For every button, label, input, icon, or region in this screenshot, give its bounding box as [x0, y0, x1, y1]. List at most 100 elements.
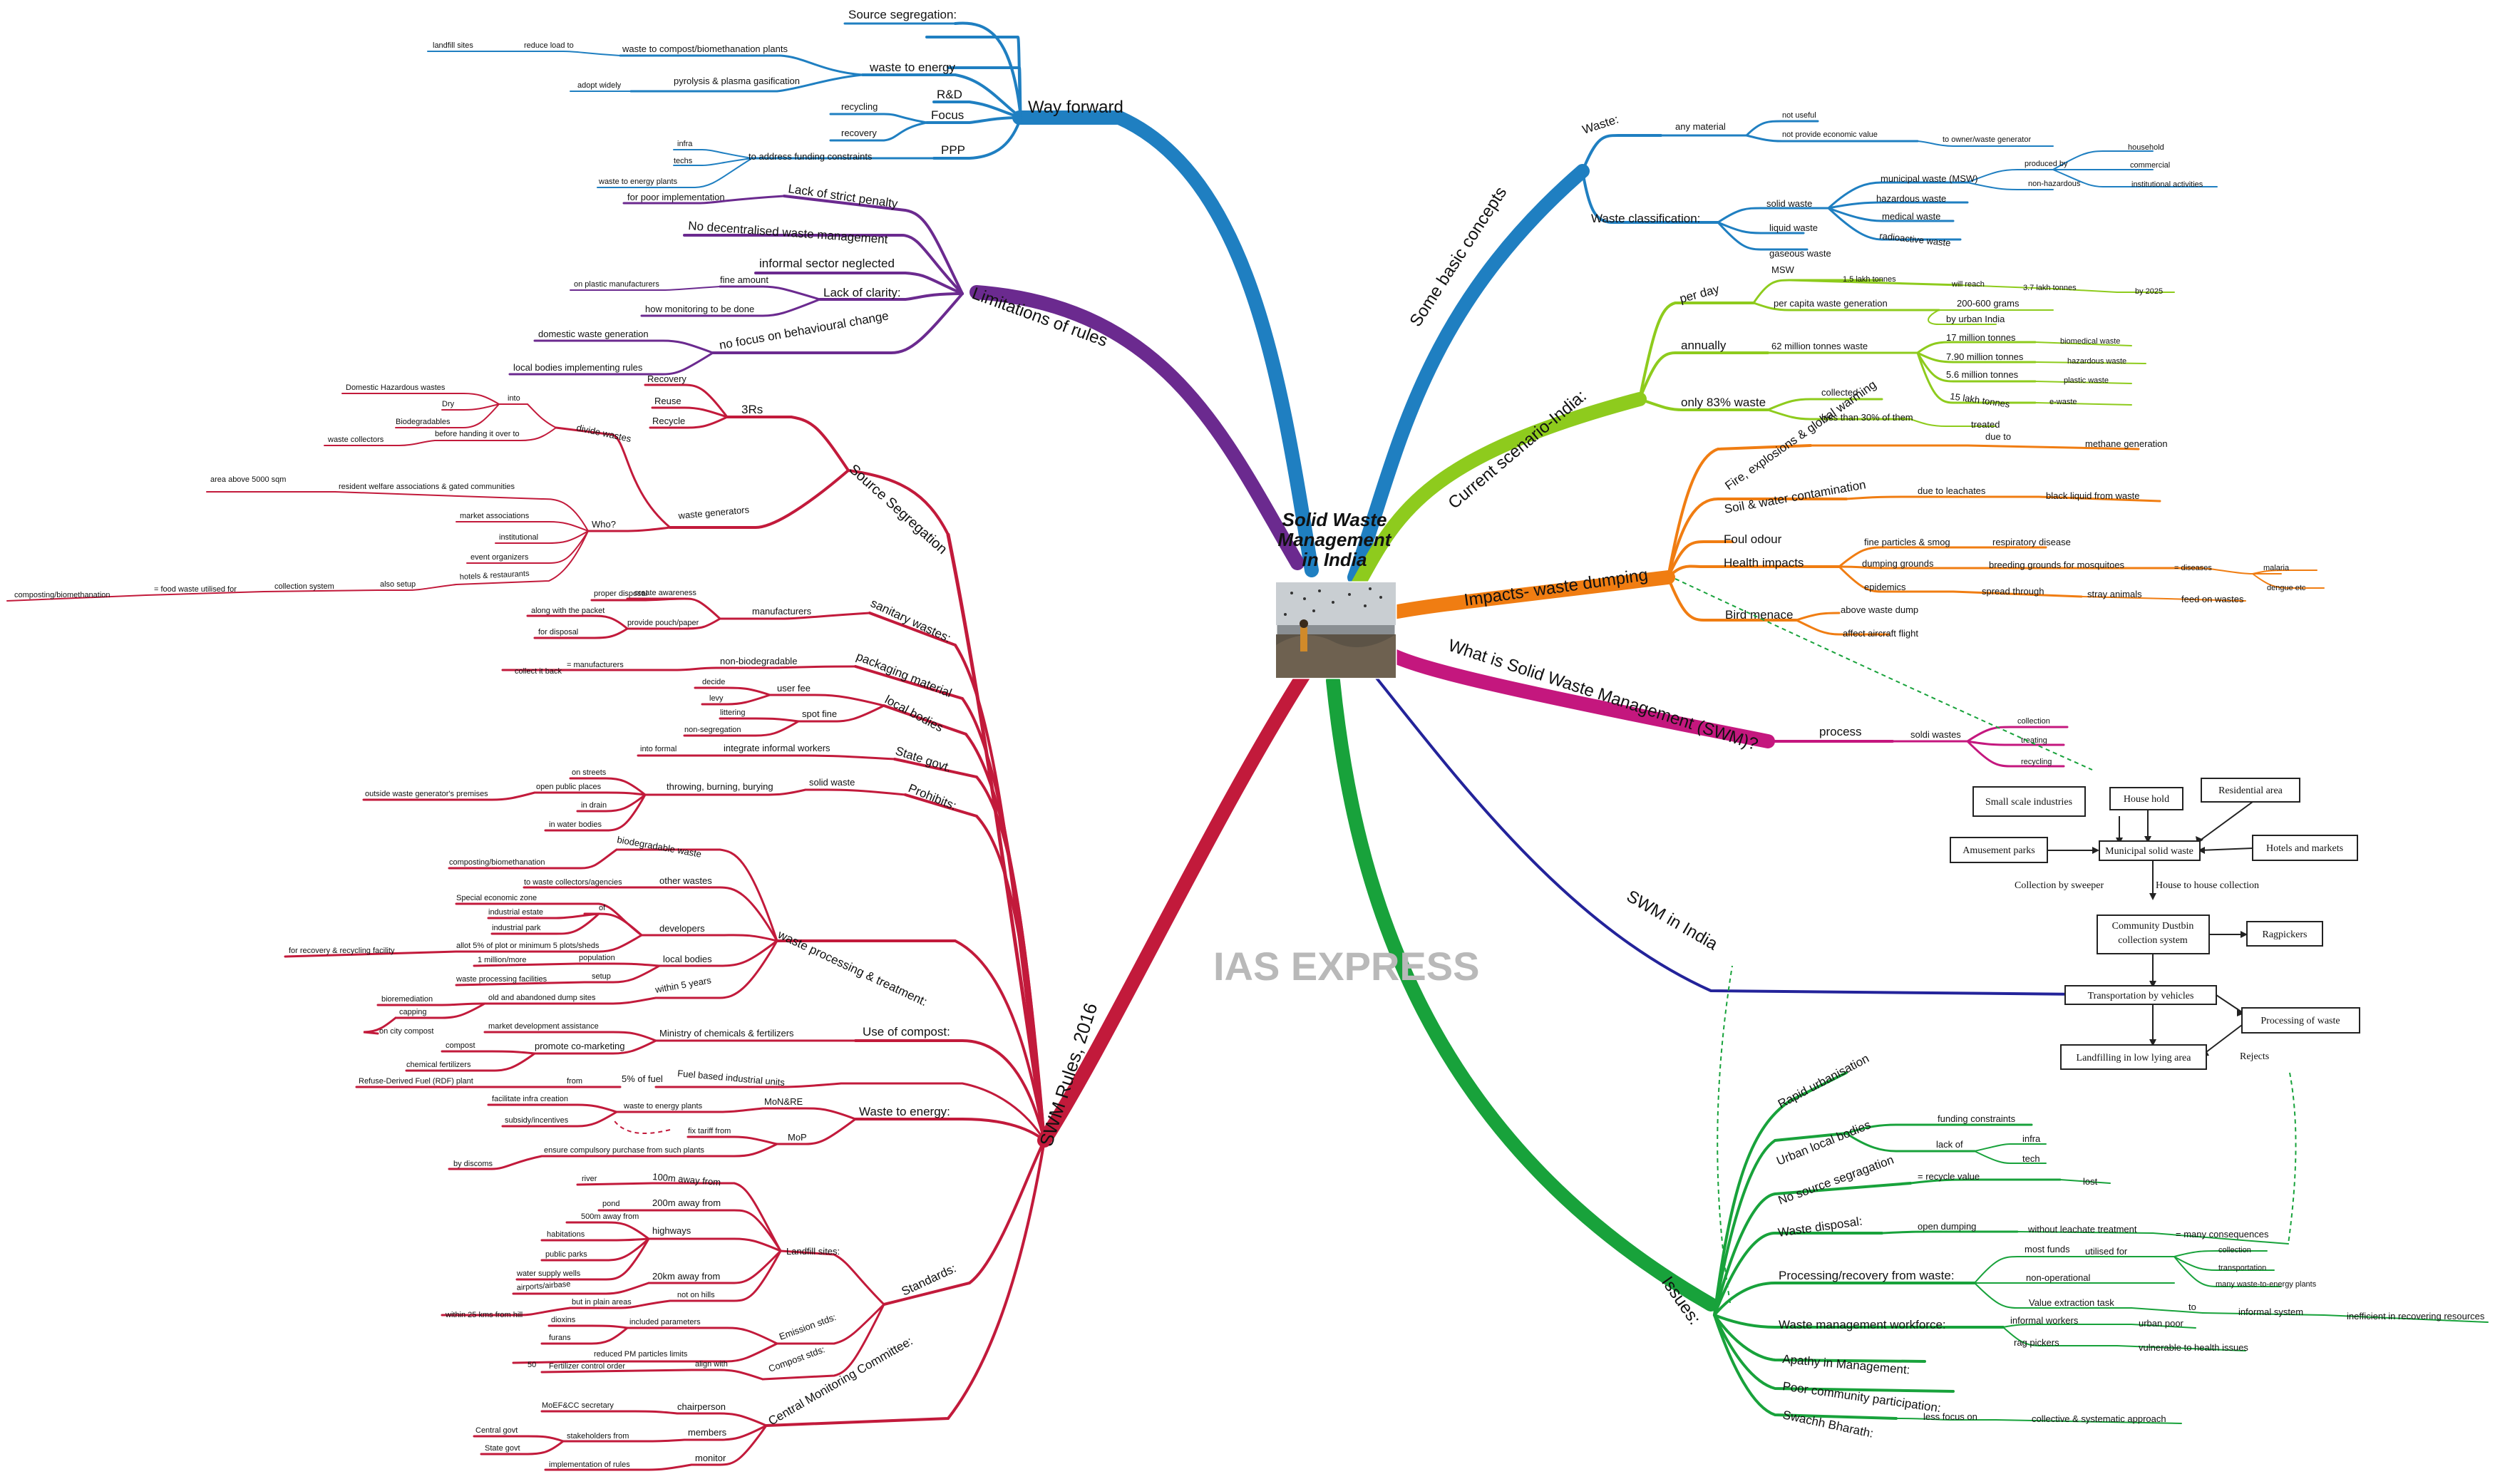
source-seg-item-20: collection system	[274, 582, 334, 591]
issues-item-11: without leachate treatment	[2027, 1224, 2137, 1235]
swm-rules-item-51: Use of compost:	[863, 1025, 950, 1039]
swm-rules-item-3: proper disposal	[594, 589, 647, 598]
branch-line	[2323, 1314, 2489, 1323]
branch-line	[647, 1237, 782, 1252]
scenario-item-3: will reach	[1951, 280, 1985, 289]
branch-line	[1795, 619, 1890, 636]
swm-rules-item-61: Waste to energy:	[859, 1105, 950, 1118]
impacts-item-7: Health impacts	[1724, 556, 1804, 570]
branch-line	[829, 113, 928, 124]
swm-rules-item-55: compost	[446, 1041, 475, 1050]
branch-line	[1667, 565, 1841, 579]
source-seg-item-10: waste collectors	[327, 436, 384, 444]
branch-line	[512, 1282, 650, 1295]
branch-line	[2152, 1232, 2289, 1245]
swm-rules-item-39: allot 5% of plot or minimum 5 plots/shed…	[456, 942, 600, 950]
issues-item-29: Apathy in Management:	[1782, 1352, 1911, 1377]
branch-line	[1895, 1418, 1997, 1421]
branch-line	[644, 383, 729, 418]
branch-line	[683, 720, 800, 737]
issues-item-20: Value extraction task	[2029, 1297, 2114, 1308]
what-is-item-1: soldi wastes	[1910, 729, 1961, 740]
swm-rules-item-8: non-biodegradable	[720, 656, 797, 666]
branch-line	[498, 403, 557, 428]
swm-rules-item-81: 20km away from	[652, 1271, 720, 1282]
branch-line	[495, 530, 589, 544]
branch-line	[694, 686, 771, 696]
branch-line	[590, 1342, 778, 1363]
issues-item-15: utilised for	[2085, 1246, 2128, 1257]
branch-line	[569, 777, 647, 796]
impacts-main-branch	[1383, 570, 1675, 620]
source-seg-item-21: = food waste utilised for	[154, 585, 237, 594]
branch-line	[455, 934, 643, 953]
branch-line	[1909, 1178, 2062, 1185]
branch-line	[434, 427, 557, 441]
swm-rules-item-6: for disposal	[538, 628, 578, 637]
branch-line	[2052, 150, 2154, 170]
branch-line	[932, 101, 1022, 119]
branch-line	[341, 393, 500, 405]
branch-line	[515, 1237, 650, 1281]
branch-line	[1952, 590, 2083, 598]
swm-rules-item-9: = manufacturers	[567, 661, 624, 669]
branch-line	[1910, 418, 1997, 427]
branch-line	[861, 73, 1022, 119]
branch-line	[651, 1209, 782, 1252]
swm-rules-item-66: MoP	[788, 1132, 807, 1143]
branch-line	[1845, 495, 2040, 500]
branch-line	[587, 526, 672, 532]
way-forward-item-0: Source segregation:	[848, 8, 957, 21]
branch-line	[1827, 207, 1962, 241]
branch-line	[395, 403, 500, 428]
way-forward-item-8: Focus	[931, 108, 964, 122]
branch-line	[2037, 495, 2161, 503]
branch-line	[1838, 565, 1955, 593]
branch-line	[1667, 444, 1812, 579]
branch-line	[2166, 598, 2246, 602]
branch-line	[2059, 1179, 2111, 1184]
limitations-item-4: Lack of clarity:	[823, 286, 901, 299]
issues-item-21: to	[2188, 1302, 2196, 1312]
swm-rules-item-17: non-segregation	[684, 726, 741, 734]
branch-line	[1974, 1256, 2061, 1284]
branch-line	[626, 597, 721, 620]
branch-line	[658, 939, 778, 967]
swm-rules-item-40: for recovery & recycling facility	[289, 947, 395, 955]
swm-rules-item-71: Landfill sites:	[786, 1246, 840, 1257]
limitations-item-0: Lack of strict penalty	[787, 182, 899, 210]
flow-landfilling: Landfilling in low lying area	[2077, 1053, 2192, 1063]
swm-rules-item-63: waste to energy plants	[623, 1102, 703, 1111]
branch-line	[533, 339, 714, 354]
swm-rules-item-22: solid waste	[809, 777, 855, 788]
branch-line	[405, 1052, 536, 1072]
swm-rules-item-2: create awareness	[634, 589, 696, 597]
swm-india-branch-title: SWM in India	[1623, 887, 1722, 954]
basic-item-4: to owner/waste generator	[1943, 135, 2031, 144]
branch-line	[263, 589, 379, 592]
branch-line	[2174, 1256, 2282, 1287]
swm-rules-item-19: integrate informal workers	[724, 743, 830, 753]
swm-rules-item-0: sanitary wastes:	[868, 596, 953, 645]
swm-rules-item-69: by discoms	[453, 1160, 493, 1168]
flow-transportation: Transportation by vehicles	[2088, 991, 2194, 1001]
branch-line	[765, 1139, 1046, 1427]
branch-line	[2034, 341, 2132, 346]
branch-line	[2052, 288, 2118, 293]
branch-line	[590, 597, 686, 602]
branch-line	[480, 1440, 565, 1455]
impacts-item-16: spread through	[1982, 586, 2044, 597]
branch-line	[555, 426, 672, 529]
impacts-item-14: dengue etc	[2267, 584, 2306, 592]
branch-line	[540, 1326, 629, 1345]
issues-item-31: Swachh Bharath:	[1781, 1408, 1875, 1441]
scenario-item-21: less than 30% of them	[1821, 412, 1913, 423]
branch-line	[1717, 207, 1830, 224]
impacts-branch-title: Impacts- waste dumping	[1463, 565, 1649, 610]
swm-rules-item-49: capping	[399, 1008, 427, 1016]
swm-rules-item-31: composting/biomethanation	[449, 858, 545, 867]
issues-item-27: rag pickers	[2014, 1337, 2059, 1348]
branch-line	[1845, 1123, 2033, 1135]
flow-collection-by-sweeper: Collection by sweeper	[2015, 880, 2104, 891]
impacts-item-20: above waste dump	[1841, 604, 1918, 615]
